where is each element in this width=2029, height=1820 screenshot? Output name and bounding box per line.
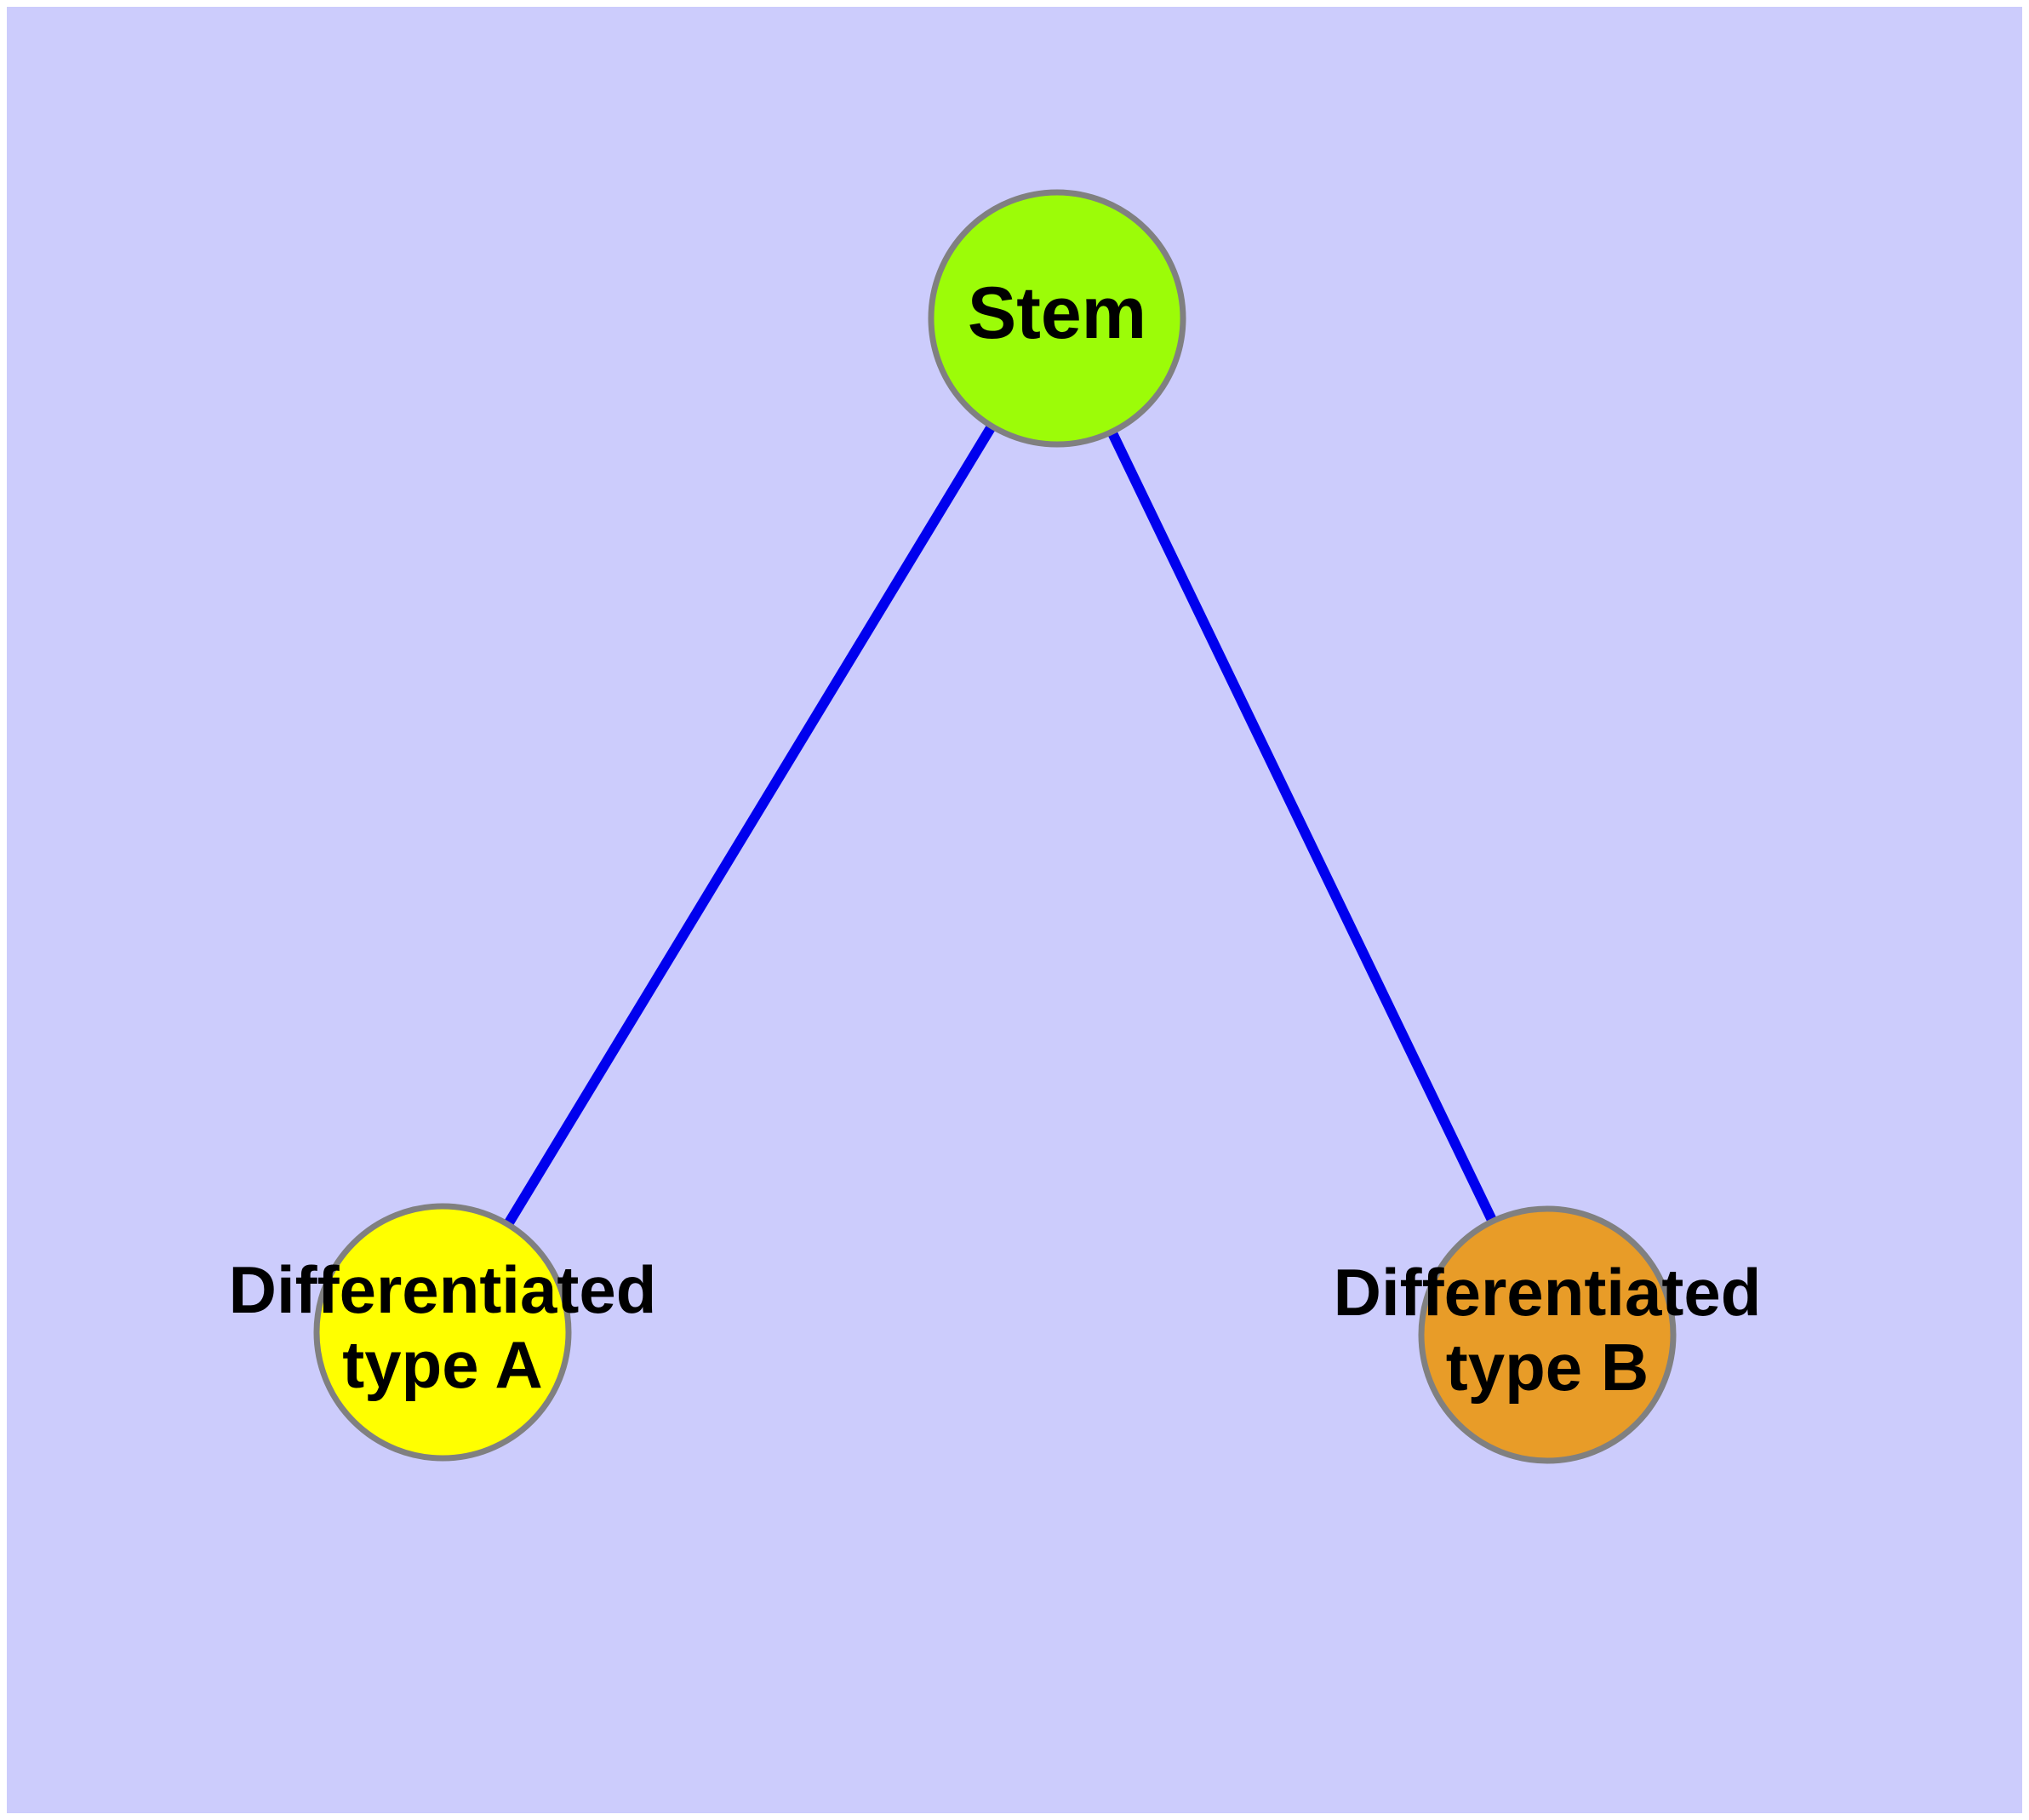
- node-label-line: type A: [342, 1327, 543, 1402]
- edge-stem-to-a[interactable]: [437, 315, 1062, 1336]
- node-layer: [313, 189, 1677, 1464]
- node-label-line: Stem: [968, 272, 1146, 354]
- node-label-line: Differentiated: [1334, 1255, 1762, 1330]
- node-diff_a[interactable]: [313, 1203, 572, 1462]
- edge-stem-to-b[interactable]: [1052, 316, 1552, 1337]
- node-label-line: Differentiated: [229, 1252, 657, 1327]
- node-label-stem: Stem: [968, 272, 1146, 354]
- node-label-line: type B: [1446, 1330, 1649, 1405]
- node-stem[interactable]: [928, 189, 1186, 448]
- edge-layer: [437, 315, 1552, 1337]
- node-diff_b[interactable]: [1418, 1205, 1677, 1464]
